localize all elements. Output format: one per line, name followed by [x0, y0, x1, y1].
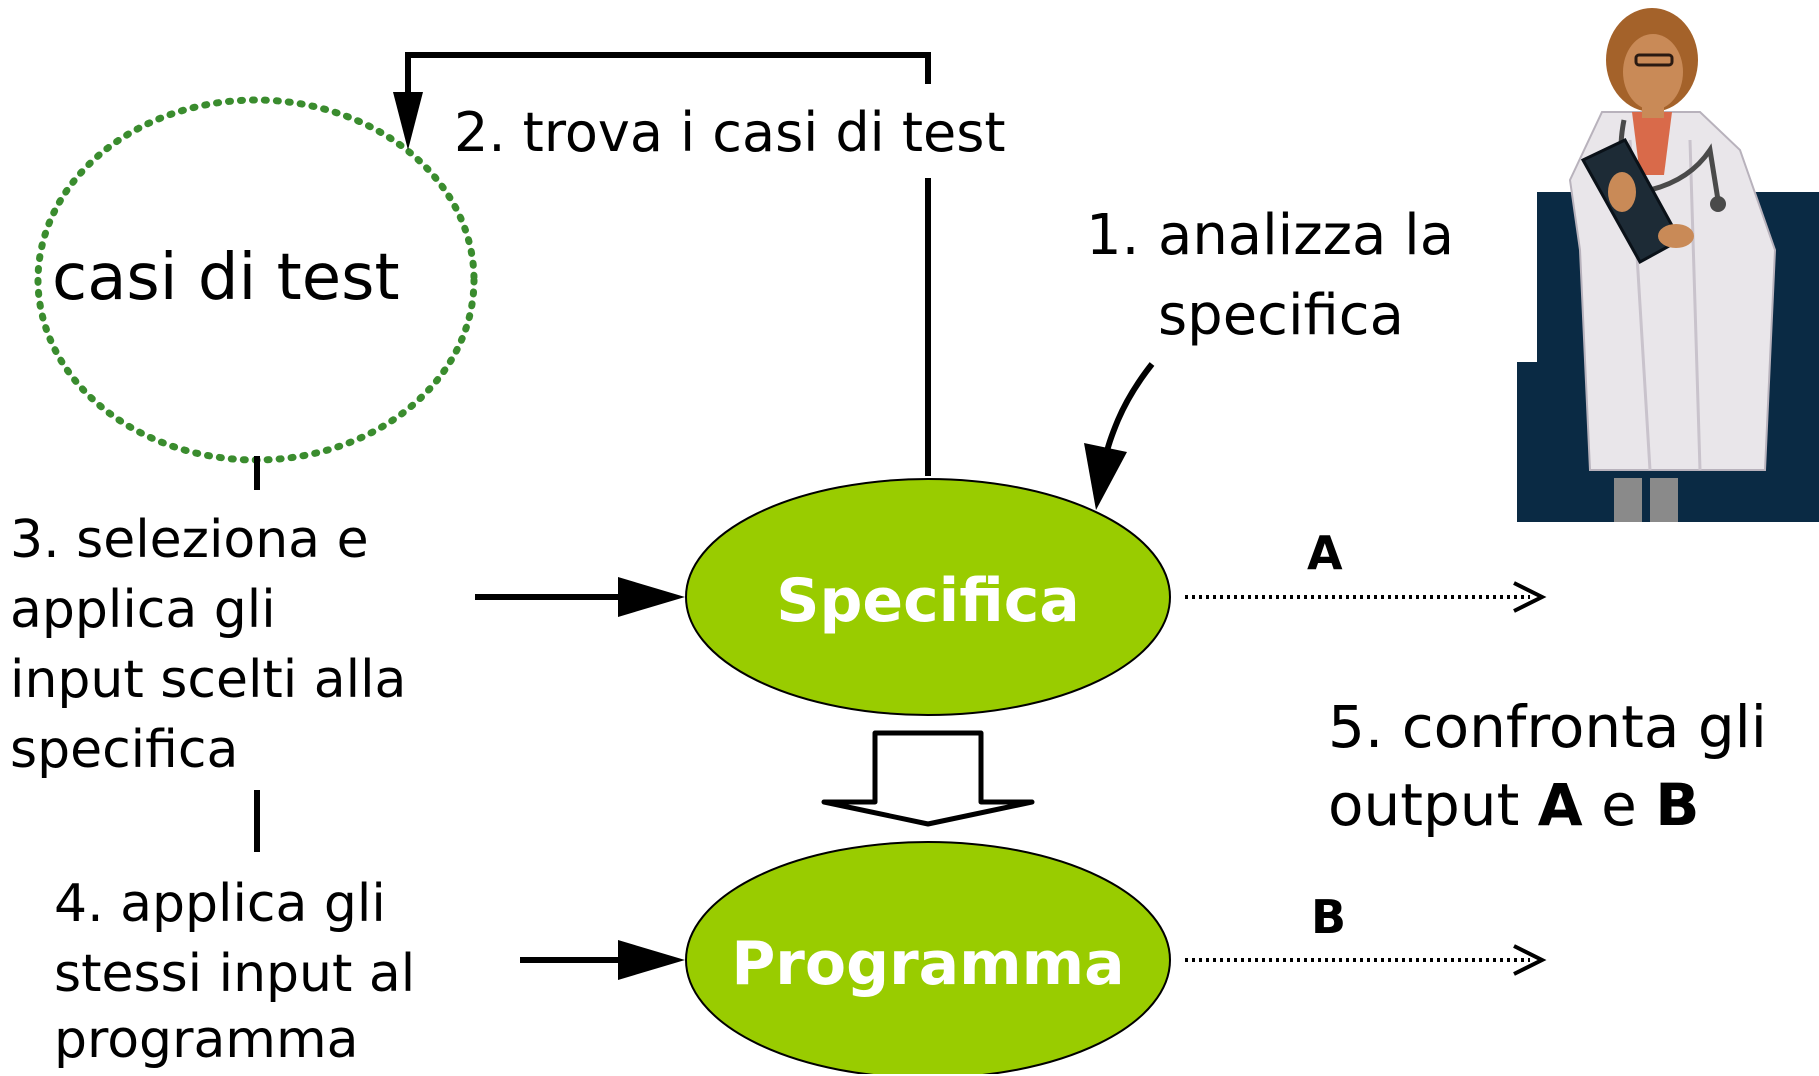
analyze-spec-arrowhead: [1084, 443, 1127, 510]
step3-line3: input scelti alla: [10, 650, 407, 710]
step1-line2: specifica: [1158, 283, 1404, 348]
spec-node: [685, 478, 1171, 716]
step5-output-b: B: [1655, 771, 1700, 839]
output-a-label: A: [1307, 526, 1343, 580]
output-b-arrowhead: [1513, 944, 1547, 976]
doctor-with-clipboard-icon: [1517, 8, 1819, 522]
step1-number: 1.: [1086, 203, 1140, 268]
spec-node-label: Specifica: [776, 566, 1080, 636]
step5-output-prefix: output: [1328, 771, 1538, 839]
step1-line1: analizza la: [1158, 203, 1455, 268]
step4-line3: programma: [54, 1010, 359, 1070]
apply-program-arrowhead: [618, 940, 685, 980]
find-test-cases-loop-line: [405, 52, 931, 476]
step5-output-a: A: [1537, 771, 1583, 839]
step4-line1: 4. applica gli: [54, 874, 386, 934]
step2-label: 2. trova i casi di test: [454, 101, 1006, 164]
step4-line2: stessi input al: [54, 944, 416, 1004]
test-cases-label: casi di test: [52, 241, 400, 315]
analyze-spec-curve: [1103, 362, 1155, 457]
step3-line1: 3. seleziona e: [10, 510, 369, 570]
program-node-label: Programma: [731, 929, 1125, 999]
step5-output-mid: e: [1582, 771, 1656, 839]
apply-spec-arrowhead: [618, 577, 685, 617]
step3-line2: applica gli: [10, 580, 276, 640]
output-b-label: B: [1311, 890, 1347, 944]
output-a-arrowhead: [1513, 581, 1547, 613]
step3-line4: specifica: [10, 720, 239, 780]
program-node: [685, 841, 1171, 1074]
find-test-cases-arrowhead: [393, 92, 423, 150]
spec-to-program-arrow: [821, 730, 1035, 827]
step5-line2: output A e B: [1328, 776, 1699, 834]
step5-line1: 5. confronta gli: [1328, 693, 1767, 761]
